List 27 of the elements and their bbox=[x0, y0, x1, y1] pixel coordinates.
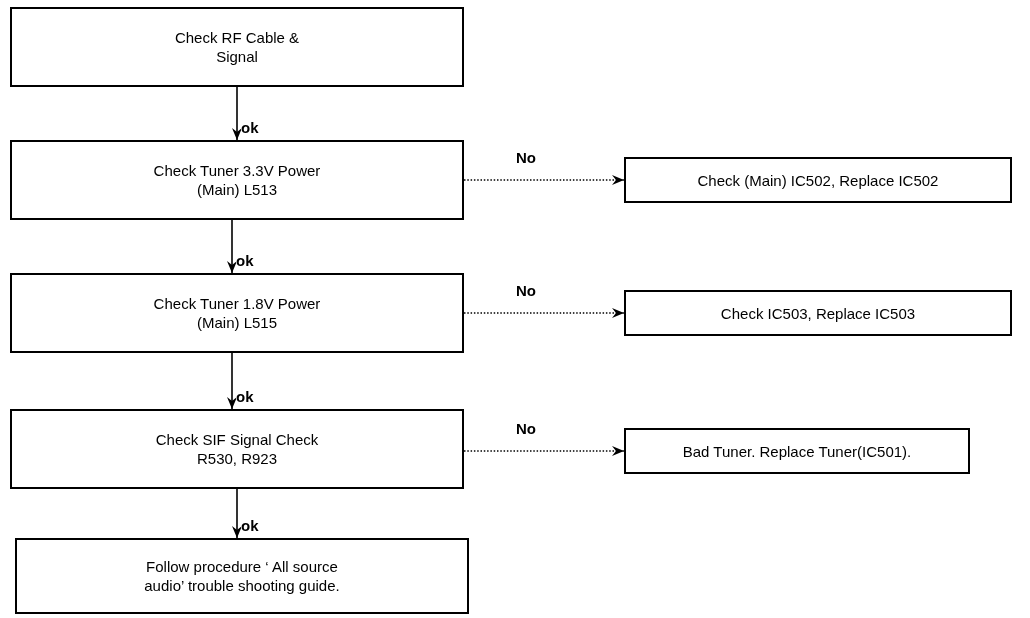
process-box bbox=[15, 538, 469, 614]
process-box bbox=[624, 428, 970, 474]
arrow bbox=[232, 86, 242, 141]
edge-label: ok bbox=[241, 518, 259, 534]
process-box bbox=[10, 273, 464, 353]
edge-label: ok bbox=[236, 253, 254, 269]
box-text: Check Tuner 1.8V Power (Main) L515 bbox=[152, 294, 322, 332]
process-box bbox=[10, 140, 464, 220]
box-text: Check IC503, Replace IC503 bbox=[720, 303, 916, 323]
process-box bbox=[10, 7, 464, 87]
box-text: Follow procedure ‘ All source audio’ trouble shooting guide. bbox=[143, 557, 341, 595]
box-text: Check (Main) IC502, Replace IC502 bbox=[697, 170, 939, 190]
box-text: Check Tuner 3.3V Power (Main) L513 bbox=[152, 161, 322, 199]
arrow bbox=[232, 488, 242, 539]
arrow bbox=[227, 352, 237, 410]
process-box bbox=[10, 409, 464, 489]
box-text: Check SIF Signal Check R530, R923 bbox=[154, 430, 320, 468]
edge-label: No bbox=[516, 421, 536, 437]
edge-label: ok bbox=[236, 389, 254, 405]
process-box bbox=[624, 157, 1012, 203]
process-box bbox=[624, 290, 1012, 336]
box-text: Check RF Cable & Signal bbox=[173, 28, 301, 66]
edge-label: No bbox=[516, 283, 536, 299]
box-text: Bad Tuner. Replace Tuner(IC501). bbox=[682, 441, 912, 461]
arrow bbox=[227, 219, 237, 274]
edge-label: No bbox=[516, 150, 536, 166]
edge-label: ok bbox=[241, 120, 259, 136]
